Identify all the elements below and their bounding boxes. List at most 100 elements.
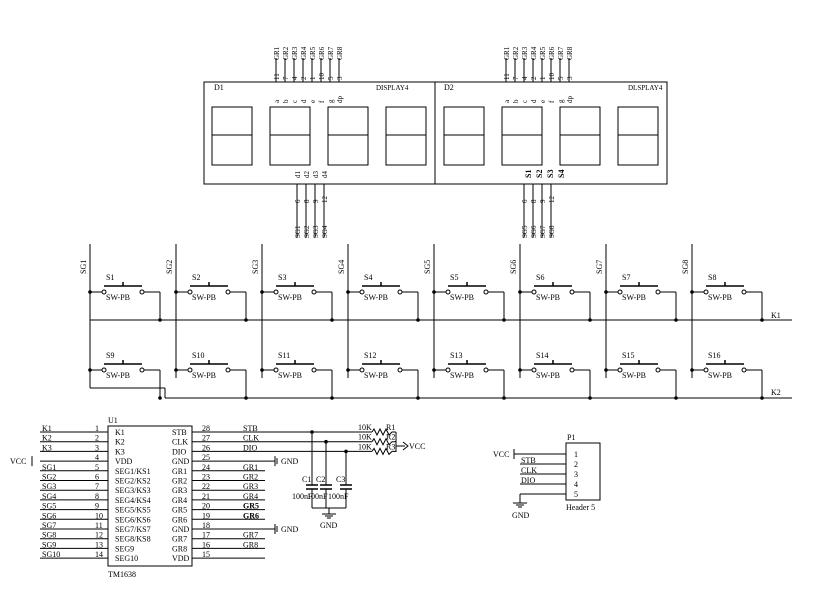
ic-ref: U1 — [108, 416, 118, 425]
display-d1-top-pins: GR111aGR27bGR34cGR42dGR51eGR610fGR75gGR8… — [273, 46, 344, 103]
display-pin-number: 2 — [530, 76, 538, 80]
display-net-label: SG2 — [303, 225, 311, 238]
display-pin-number: 9 — [539, 199, 547, 203]
display-pin-number: 12 — [548, 196, 556, 204]
display-d2-value: DLSPLAY4 — [628, 84, 663, 92]
display-net-label: GR5 — [539, 46, 547, 60]
display-net-label: GR5 — [309, 46, 317, 60]
junction-dot — [760, 318, 764, 322]
ic-left-pin-number: 3 — [95, 443, 99, 452]
digit-upper-segment — [385, 106, 427, 136]
ic-left-pin-name: SEG8/KS8 — [115, 535, 151, 544]
display-d2-top-pins: GR111aGR27bGR34cGR42dGR51eGR610fGR75gGR8… — [503, 46, 574, 103]
display-net-label: SG1 — [294, 225, 302, 238]
ic-left-pin-number: 14 — [95, 550, 103, 559]
ic-right-pin-name: GND — [172, 457, 190, 466]
display-digit-pin: d1 — [294, 171, 302, 179]
switch-value: SW-PB — [278, 371, 302, 380]
digit-lower-segment — [559, 134, 601, 166]
ic-right-net-label: DIO — [243, 443, 257, 452]
switch-value: SW-PB — [450, 371, 474, 380]
switch-contact — [359, 289, 365, 295]
ic-right-pin-number: 25 — [202, 453, 210, 462]
switch-contact — [617, 289, 623, 295]
display-pin-number: 10 — [548, 73, 556, 81]
display-pin-number: 3 — [336, 76, 344, 80]
ic-left-pin-name: K1 — [115, 428, 125, 437]
header-pin-number: 4 — [574, 480, 578, 489]
junction-dot — [244, 318, 248, 322]
ic-left-pin-number: 8 — [95, 492, 99, 501]
digit-lower-segment — [443, 134, 485, 166]
ic-body — [107, 425, 193, 567]
display-segment-letter: b — [282, 99, 290, 103]
switch-contact — [703, 367, 709, 373]
header-pin-number: 1 — [574, 450, 578, 459]
ic-left-pin-number: 6 — [95, 473, 99, 482]
ic-left-pin-name: SEG1/KS1 — [115, 467, 151, 476]
switch-contact — [187, 367, 193, 373]
display-pin-number: 10 — [318, 73, 326, 81]
switch-value: SW-PB — [364, 371, 388, 380]
display-segment-letter: g — [557, 99, 565, 103]
ic-left-pin-name: SEG4/KS4 — [115, 496, 151, 505]
switch-contact — [101, 367, 107, 373]
column-label: SG1 — [79, 260, 88, 274]
ic-left-pin-name: SEG6/KS6 — [115, 515, 151, 524]
ic-right-pin-name: GR6 — [172, 515, 187, 524]
ic-left-pin-number: 13 — [95, 540, 103, 549]
header-part: Header 5 — [566, 503, 595, 512]
switch-ref: S12 — [364, 351, 376, 360]
digit-upper-segment — [501, 106, 543, 136]
resistor-zigzag — [371, 437, 396, 446]
cap-ref: C3 — [336, 475, 345, 484]
switch-ref: S16 — [708, 351, 720, 360]
ic-right-net-label: CLK — [243, 434, 259, 443]
ic-gnd-label: GND — [281, 457, 299, 466]
display-segment-letter: d — [300, 99, 308, 103]
ic-left-pin-number: 5 — [95, 463, 99, 472]
switch-contact — [187, 289, 193, 295]
display-pin-number: 5 — [327, 76, 335, 80]
switch-contact — [311, 367, 317, 373]
ic-right-pin-name: STB — [172, 428, 187, 437]
switch-contact — [741, 289, 747, 295]
junction-dot — [416, 318, 420, 322]
ic-right-net-label: GR7 — [243, 531, 258, 540]
display-segment-letter: c — [521, 100, 529, 103]
resistor-value: 10K — [358, 442, 372, 451]
switch-contact — [531, 289, 537, 295]
junction-dot — [760, 396, 764, 400]
display-net-label: GR4 — [300, 46, 308, 60]
display-segment-letter: f — [318, 100, 326, 103]
switch-value: SW-PB — [364, 293, 388, 302]
ic-left-net-label: SG2 — [42, 473, 56, 482]
ic-right-net-label: GR1 — [243, 463, 258, 472]
resistor-zigzag — [371, 427, 396, 437]
switch-contact — [655, 289, 661, 295]
display-segment-letter: a — [503, 99, 511, 103]
ic-left-pin-name: SEG3/KS3 — [115, 486, 151, 495]
display-d1-value: DISPLAY4 — [376, 84, 409, 92]
display-pin-number: 8 — [530, 199, 538, 203]
display-pin-number: 4 — [291, 76, 299, 80]
ic-left-pin-name: SEG2/KS2 — [115, 477, 151, 486]
display-pin-number: 6 — [521, 199, 529, 203]
ic-right-net-label: GR2 — [243, 473, 258, 482]
ic-left-pin-number: 9 — [95, 502, 99, 511]
display-pin-number: 5 — [557, 76, 565, 80]
display-segment-letter: dp — [336, 96, 344, 104]
switch-contact — [273, 367, 279, 373]
ic-left-net-label: SG4 — [42, 492, 56, 501]
ic-left-pin-number: 11 — [95, 521, 103, 530]
ic-right-pin-number: 18 — [202, 521, 210, 530]
display-segment-letter: e — [539, 100, 547, 103]
switch-contact — [569, 367, 575, 373]
display-digit-pin: d4 — [321, 171, 329, 179]
header-ref: P1 — [567, 433, 575, 442]
display-segment-letter: d — [530, 99, 538, 103]
ic-vcc-label: VCC — [10, 457, 26, 466]
switch-contact — [741, 367, 747, 373]
